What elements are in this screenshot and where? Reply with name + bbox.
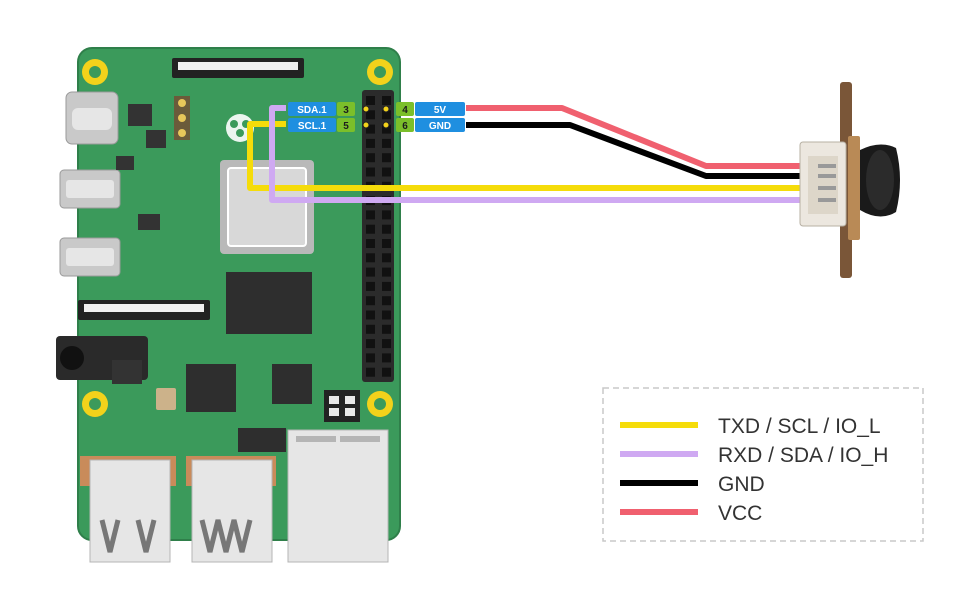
ethernet-port: [287, 429, 389, 563]
gpio-pin: [366, 281, 375, 291]
gpio-pin: [366, 110, 375, 120]
gpio-pin: [382, 253, 391, 263]
gpio-pin: [382, 210, 391, 220]
gpio-pin: [366, 367, 375, 377]
gpio-pin: [366, 296, 375, 306]
gpio-header: [362, 90, 394, 382]
legend-label: RXD / SDA / IO_H: [718, 444, 888, 467]
gnd-pin-number: 6: [402, 121, 408, 132]
mounting-hole-icon: [82, 59, 393, 417]
gpio-pin: [382, 367, 391, 377]
gpio-pin: [382, 96, 391, 105]
scl-pin-number: 5: [343, 121, 349, 132]
gpio-pin: [382, 153, 391, 163]
gpio-pin: [382, 167, 391, 177]
usb-port-2: [186, 456, 276, 563]
gpio-pin: [366, 267, 375, 277]
poe-header: [324, 390, 360, 422]
gpio-pin: [366, 96, 375, 105]
gpio-pin: [366, 153, 375, 163]
gpio-pin: [366, 324, 375, 334]
gpio-pin: [382, 310, 391, 320]
gpio-pin: [366, 239, 375, 248]
gpio-pin: [382, 124, 391, 134]
gpio-pin: [366, 339, 375, 349]
gpio-pin: [382, 267, 391, 277]
sda-pin-badge: [288, 102, 336, 116]
usb-controller-chip: [186, 364, 236, 412]
gpio-pin: [366, 138, 375, 148]
sensor-module-icon: [799, 82, 900, 278]
gpio-pin: [382, 138, 391, 148]
vcc-wire: [466, 105, 826, 169]
gpio-pin: [382, 339, 391, 349]
gpio-pin: [382, 239, 391, 248]
gpio-pin: [382, 296, 391, 306]
gnd-pin-label: GND: [429, 121, 451, 132]
gpio-pin: [366, 253, 375, 263]
vcc-pin-label: 5V: [434, 105, 447, 116]
gpio-pin: [382, 224, 391, 234]
legend-label: VCC: [718, 502, 762, 525]
sda-pin-label: SDA.1: [297, 105, 327, 116]
pin-labels: SDA.1 3 SCL.1 5 4 5V 6 GND: [288, 102, 465, 132]
legend-label: TXD / SCL / IO_L: [718, 415, 881, 438]
gpio-pin: [366, 353, 375, 363]
vcc-pin-badge: [415, 102, 465, 116]
legend-box: [602, 387, 924, 542]
scl-pin-label: SCL.1: [298, 121, 327, 132]
usb-port-1: [80, 456, 176, 563]
vcc-pin-number: 4: [402, 105, 408, 116]
gpio-pin: [366, 124, 375, 134]
ethernet-chip: [272, 364, 312, 404]
gpio-pins: [366, 96, 391, 377]
gpio-pin: [382, 110, 391, 120]
ram-chip: [226, 272, 312, 334]
gpio-pin: [366, 310, 375, 320]
gpio-pin: [366, 210, 375, 220]
gpio-pin: [382, 353, 391, 363]
gpio-pin: [382, 324, 391, 334]
gnd-pin-badge: [415, 118, 465, 132]
rxd-sda-wire: [269, 105, 826, 203]
gpio-pin: [366, 167, 375, 177]
connector-pins: [818, 164, 836, 202]
sda-pin-number: 3: [343, 105, 349, 116]
gpio-pin: [382, 281, 391, 291]
legend-label: GND: [718, 473, 765, 496]
wires: [247, 105, 826, 203]
legend: TXD / SCL / IO_L RXD / SDA / IO_H GND VCC: [602, 387, 924, 542]
txd-scl-wire: [247, 121, 826, 191]
gnd-wire: [466, 122, 826, 179]
gpio-pin: [366, 224, 375, 234]
scl-pin-badge: [288, 118, 336, 132]
